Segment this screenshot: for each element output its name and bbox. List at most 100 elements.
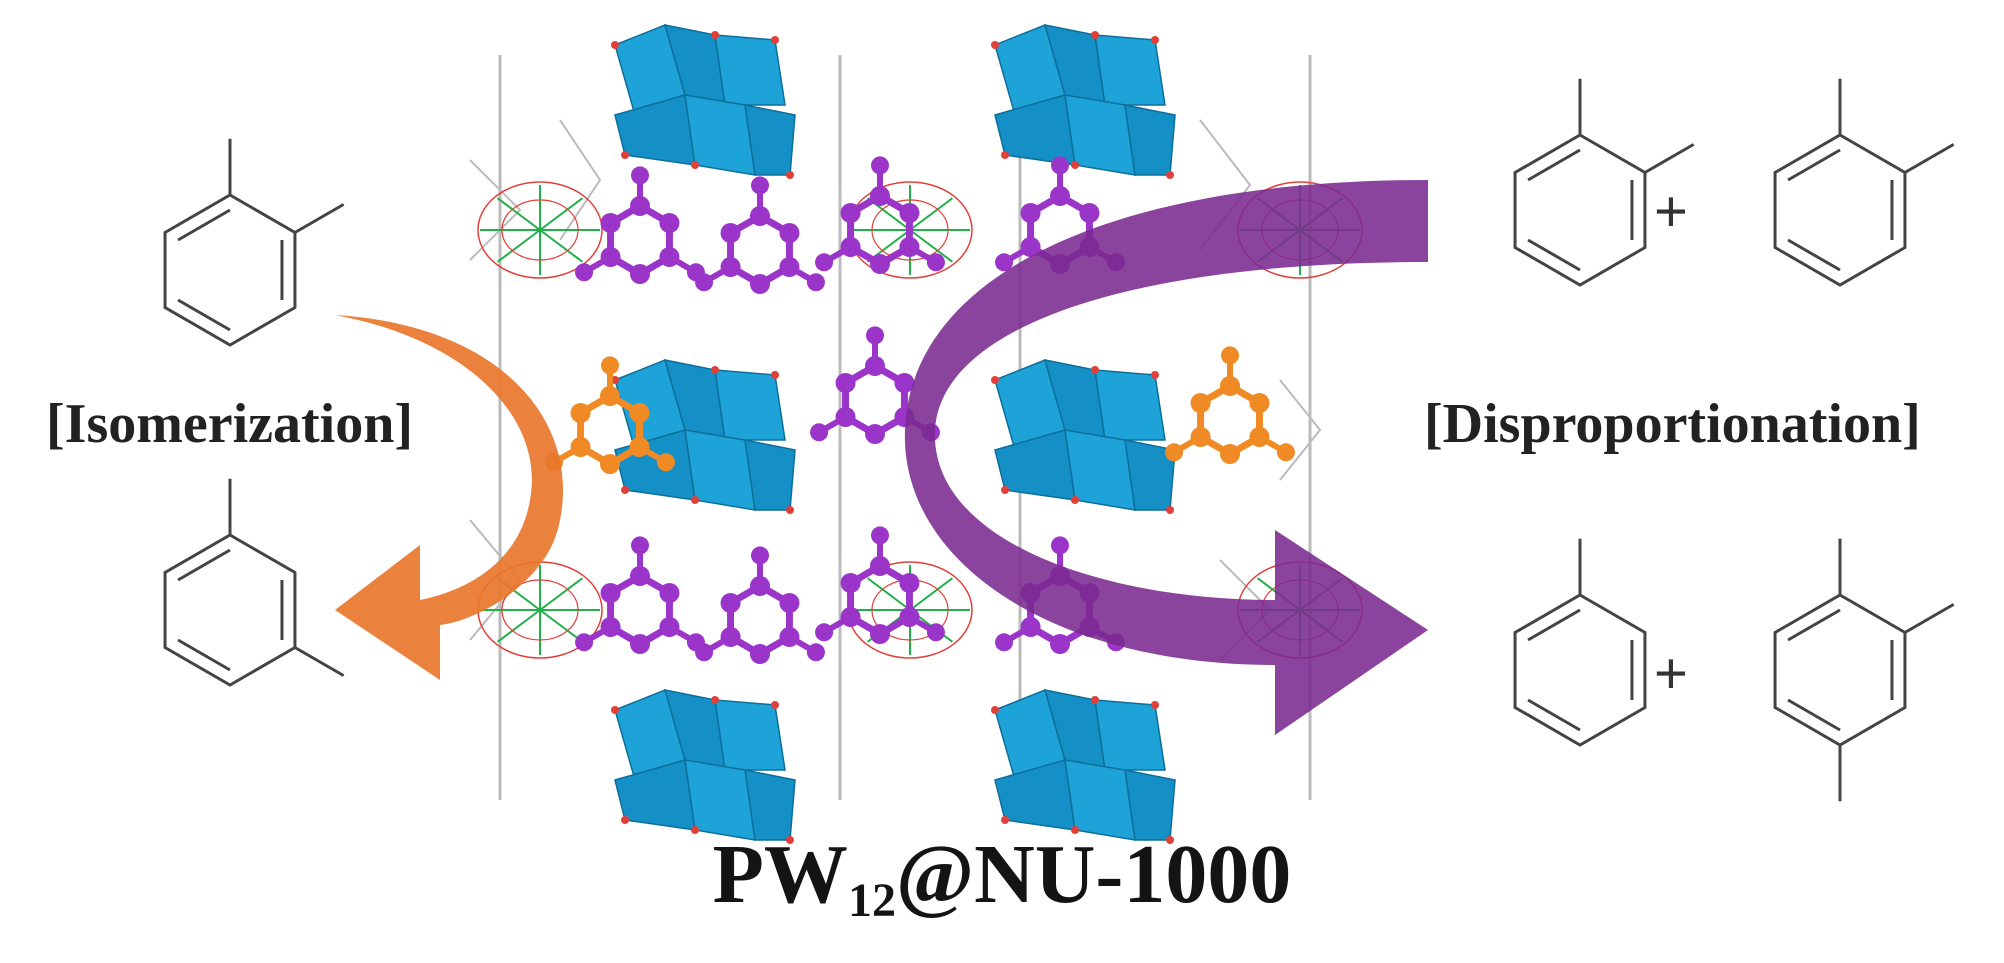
oxygen-atom (1166, 506, 1174, 514)
molecule-atom (815, 253, 834, 272)
zr-node-green-bond (539, 197, 584, 231)
oxygen-atom (771, 701, 779, 709)
pw12-cluster-1 (991, 23, 1176, 179)
isomerization-arrow (335, 262, 564, 680)
oxygen-atom (1166, 171, 1174, 179)
molecule-atom (865, 356, 885, 376)
molecule-atom (870, 186, 890, 206)
polyhedron-face (714, 369, 786, 441)
double-bond (177, 548, 231, 582)
benzene-ring (1773, 593, 1907, 747)
guest-molecule-0 (575, 166, 705, 284)
molecule-atom (659, 583, 680, 603)
molecule-atom (870, 556, 890, 576)
molecule-atom (629, 403, 650, 423)
oxygen-atom (621, 151, 629, 159)
oxygen-atom (1091, 366, 1099, 374)
oxygen-atom (1001, 151, 1009, 159)
polyhedron-face (1094, 34, 1166, 106)
molecule-atom (600, 213, 621, 233)
double-bond (177, 638, 231, 672)
molecule-atom (1249, 427, 1270, 447)
oxygen-atom (991, 706, 999, 714)
oxygen-atom (1071, 496, 1079, 504)
double-bond (1787, 698, 1841, 732)
molecule-atom (630, 566, 650, 586)
molecule-atom (1190, 393, 1211, 413)
oxygen-atom (1071, 161, 1079, 169)
polyhedron-face (714, 699, 786, 771)
ortho-xylene-right-1 (1513, 78, 1695, 287)
molecule-atom (1276, 443, 1295, 462)
molecule-atom (1221, 346, 1239, 365)
molecule-atom (750, 274, 770, 294)
disproportionation-arrow (904, 180, 1428, 735)
zr-node-0 (477, 181, 603, 279)
zr-node-green-bond (866, 577, 911, 611)
zr-node-green-bond (539, 229, 584, 263)
oxygen-atom (1166, 836, 1174, 844)
pw12-cluster-5 (991, 688, 1176, 844)
molecule-atom (631, 536, 649, 555)
molecule-atom (751, 176, 769, 195)
double-bond (1527, 238, 1581, 272)
methyl-bond (1644, 143, 1695, 174)
toluene-right (1513, 538, 1647, 747)
molecule-atom (720, 223, 741, 243)
molecule-atom (659, 617, 680, 637)
oxygen-atom (1091, 696, 1099, 704)
zr-node-red-ring (477, 181, 603, 279)
molecule-atom (720, 593, 741, 613)
double-bond (1527, 148, 1581, 182)
guest-molecule-5 (695, 546, 825, 664)
oxygen-atom (1091, 31, 1099, 39)
molecule-atom (659, 213, 680, 233)
zr-node-red-ring-inner (501, 579, 579, 641)
double-bond (1527, 608, 1581, 642)
molecule-atom (659, 247, 680, 267)
molecule-atom (810, 423, 829, 442)
oxygen-atom (786, 171, 794, 179)
molecule-atom (600, 247, 621, 267)
benzene-ring (1773, 133, 1907, 287)
molecule-atom (835, 407, 856, 427)
oxygen-atom (691, 826, 699, 834)
zr-node-green-bond (909, 577, 954, 611)
molecule-atom (926, 253, 945, 272)
molecule-atom (750, 576, 770, 596)
oxygen-atom (621, 816, 629, 824)
molecule-atom (600, 386, 620, 406)
molecule-atom (865, 424, 885, 444)
double-bond (1787, 608, 1841, 642)
framework-strand-0 (469, 159, 522, 261)
plus-sign-top: + (1654, 179, 1688, 244)
molecule-atom (570, 437, 591, 457)
molecule-atom (866, 326, 884, 345)
molecule-atom (630, 196, 650, 216)
oxygen-atom (621, 486, 629, 494)
molecule-atom (600, 583, 621, 603)
oxygen-atom (1001, 486, 1009, 494)
molecule-atom (751, 546, 769, 565)
disproportionation-label: [Disproportionation] (1424, 393, 1921, 455)
molecule-atom (631, 166, 649, 185)
methyl-bond (294, 203, 345, 234)
double-bond (1527, 698, 1581, 732)
molecule-atom (1020, 203, 1041, 223)
molecule-atom (995, 253, 1014, 272)
molecule-atom (601, 356, 619, 375)
oxygen-atom (611, 41, 619, 49)
molecule-atom (1220, 444, 1240, 464)
zr-node-green-bond (909, 197, 954, 231)
molecule-atom (1190, 427, 1211, 447)
molecule-atom (870, 624, 890, 644)
guest-molecule-2 (815, 156, 945, 274)
oxygen-atom (771, 36, 779, 44)
title-main: PW (712, 828, 848, 921)
guest-molecule-4 (575, 536, 705, 654)
zr-node-green-bond (496, 197, 541, 231)
methyl-bond (294, 646, 345, 677)
zr-node-green-bond (539, 577, 584, 611)
methyl-bond (1904, 603, 1955, 634)
